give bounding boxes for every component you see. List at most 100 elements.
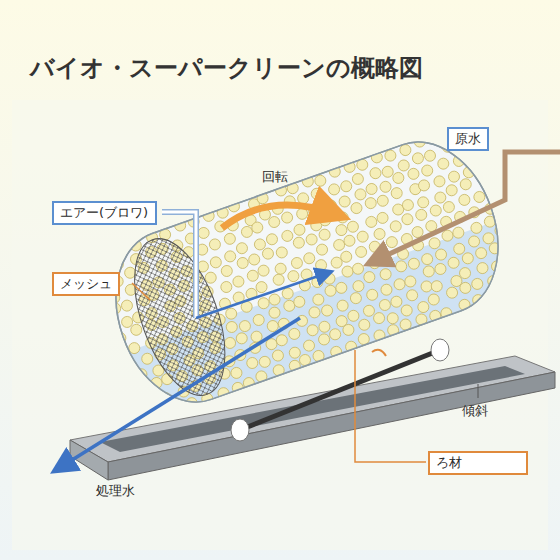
filter-ball (280, 229, 294, 243)
filter-ball (235, 331, 249, 345)
filter-ball (302, 251, 316, 265)
filter-ball (427, 292, 441, 306)
filter-ball (310, 187, 324, 201)
filter-ball (320, 304, 334, 318)
filter-ball (461, 251, 475, 265)
filter-ball (420, 164, 434, 178)
filter-ball (306, 323, 320, 337)
part-label: 傾斜 (462, 402, 488, 420)
filter-ball (317, 320, 331, 334)
filter-ball (220, 264, 234, 278)
filter-ball (133, 381, 147, 395)
filter-ball (368, 166, 382, 180)
filter-ball (447, 256, 461, 270)
filter-ball (265, 232, 279, 246)
filter-ball (349, 291, 363, 305)
filter-ball (485, 182, 499, 196)
filter-ball (134, 367, 148, 381)
label-text: ろ材 (436, 454, 520, 472)
label-text: メッシュ (60, 275, 112, 293)
filter-ball (305, 232, 319, 246)
filter-ball (475, 261, 489, 275)
filter-ball (428, 309, 442, 323)
filter-ball (422, 264, 436, 278)
filter-ball (364, 196, 378, 210)
filter-ball (351, 262, 365, 276)
filter-ball (208, 237, 222, 251)
filter-ball (428, 130, 442, 144)
filter-ball (459, 177, 473, 191)
filter-ball (267, 215, 281, 229)
filter-ball (261, 247, 275, 261)
filter-ball (403, 274, 417, 288)
filter-ball (357, 318, 371, 332)
filter-ball (503, 238, 517, 252)
filter-ball (391, 171, 405, 185)
filter-ball (94, 251, 102, 265)
filter-ball (292, 236, 306, 250)
filter-ball (341, 323, 355, 337)
filter-ball (108, 302, 122, 316)
filter-ball (354, 245, 368, 259)
filter-ball (252, 313, 266, 327)
filter-ball (275, 245, 289, 259)
filter-ball (342, 234, 356, 248)
filter-ball (324, 284, 338, 298)
filter-ball (386, 311, 400, 325)
filter-ball (495, 212, 509, 226)
filter-ball (245, 356, 259, 370)
filter-ball (400, 303, 414, 317)
filter-ball (250, 221, 264, 235)
filter-ball (416, 300, 430, 314)
label-box: ろ材 (428, 451, 528, 475)
filter-ball (302, 339, 316, 353)
filter-ball (351, 172, 365, 186)
filter-ball (477, 157, 491, 171)
filter-ball (275, 333, 289, 347)
filter-ball (124, 359, 138, 373)
filter-ball (290, 256, 304, 270)
filter-ball (185, 396, 199, 410)
filter-ball (442, 200, 456, 214)
filter-ball (120, 299, 134, 313)
filter-ball (432, 174, 446, 188)
filter-ball (429, 204, 443, 218)
filter-ball (307, 305, 321, 319)
filter-ball (500, 271, 514, 285)
filter-ball (407, 257, 421, 271)
filter-ball (373, 227, 387, 241)
filter-ball (385, 235, 399, 249)
filter-ball (257, 296, 271, 310)
filter-ball (389, 295, 403, 309)
filter-ball (314, 258, 328, 272)
filter-ball (365, 182, 379, 196)
filter-ball (414, 208, 428, 222)
filter-ball (462, 165, 476, 179)
filter-ball (255, 280, 269, 294)
filter-ball (364, 215, 378, 229)
filter-ball (511, 263, 520, 277)
filter-ball (327, 182, 341, 196)
filter-ball (147, 391, 161, 405)
filter-ball (229, 366, 243, 380)
filter-ball (236, 256, 250, 270)
filter-ball (247, 252, 261, 266)
filter-ball (469, 221, 483, 235)
filter-ball (362, 270, 376, 284)
filter-ball (447, 170, 461, 184)
diagram-title: バイオ・スーパークリーンの概略図 (30, 52, 423, 84)
filter-ball (336, 299, 350, 313)
filter-ball (372, 311, 386, 325)
filter-ball (401, 198, 415, 212)
filter-ball (428, 236, 442, 250)
filter-ball (379, 267, 393, 281)
filter-ball (434, 248, 448, 262)
filter-ball (223, 249, 237, 263)
filter-ball (379, 180, 393, 194)
filter-ball (292, 295, 306, 309)
filter-ball (430, 279, 444, 293)
filter-ball (346, 220, 360, 234)
filter-ball (129, 323, 143, 337)
filter-ball (416, 195, 430, 209)
label-box: メッシュ (52, 272, 120, 296)
